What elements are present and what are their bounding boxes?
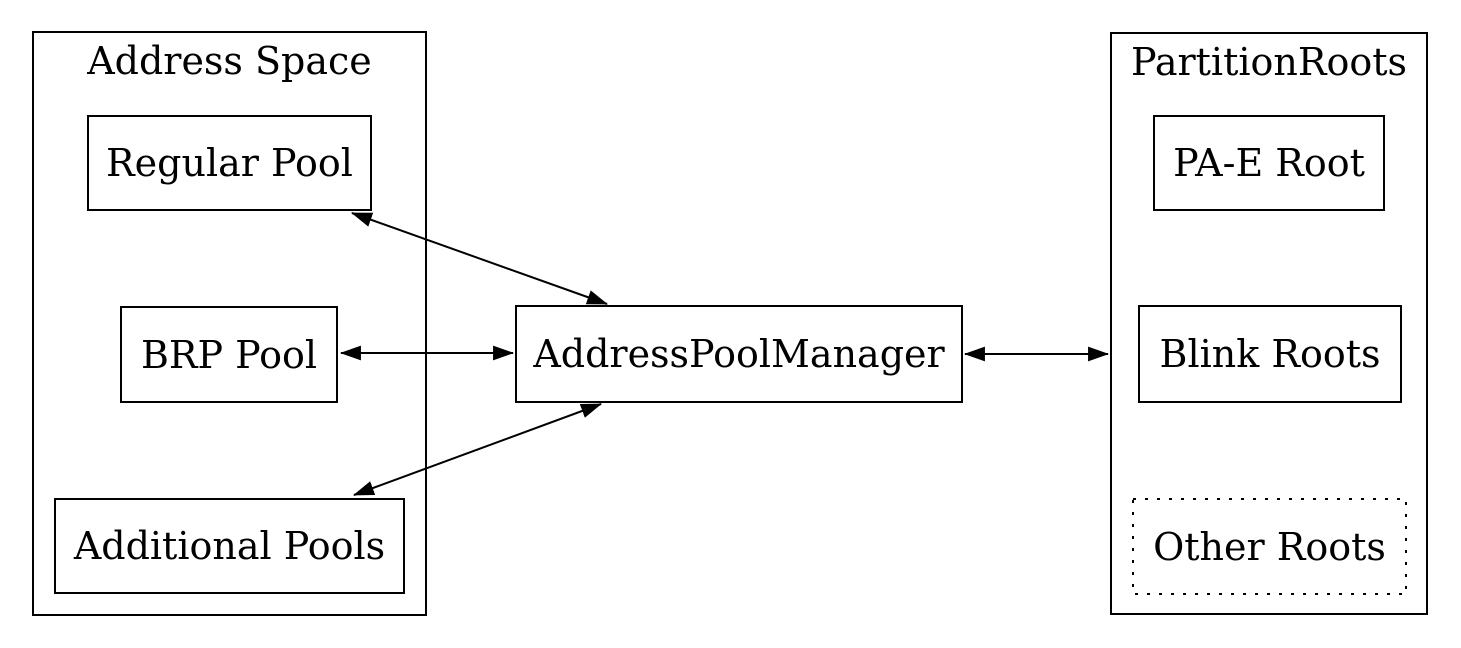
node-other-roots-label: Other Roots <box>1153 524 1386 569</box>
node-pa-e-root: PA-E Root <box>1153 115 1385 211</box>
node-brp-pool: BRP Pool <box>120 306 338 403</box>
node-other-roots: Other Roots <box>1132 498 1407 595</box>
node-address-pool-manager-label: AddressPoolManager <box>533 332 945 376</box>
node-regular-pool: Regular Pool <box>87 115 372 211</box>
node-brp-pool-label: BRP Pool <box>140 332 318 377</box>
node-regular-pool-label: Regular Pool <box>106 141 353 185</box>
node-address-pool-manager: AddressPoolManager <box>515 305 963 403</box>
node-pa-e-root-label: PA-E Root <box>1173 141 1365 185</box>
node-blink-roots: Blink Roots <box>1138 305 1402 403</box>
cluster-address-space-title: Address Space <box>87 39 372 83</box>
node-additional-pools: Additional Pools <box>54 498 405 594</box>
node-additional-pools-label: Additional Pools <box>73 524 386 568</box>
node-blink-roots-label: Blink Roots <box>1159 332 1381 376</box>
cluster-partition-roots-title: PartitionRoots <box>1130 40 1408 84</box>
